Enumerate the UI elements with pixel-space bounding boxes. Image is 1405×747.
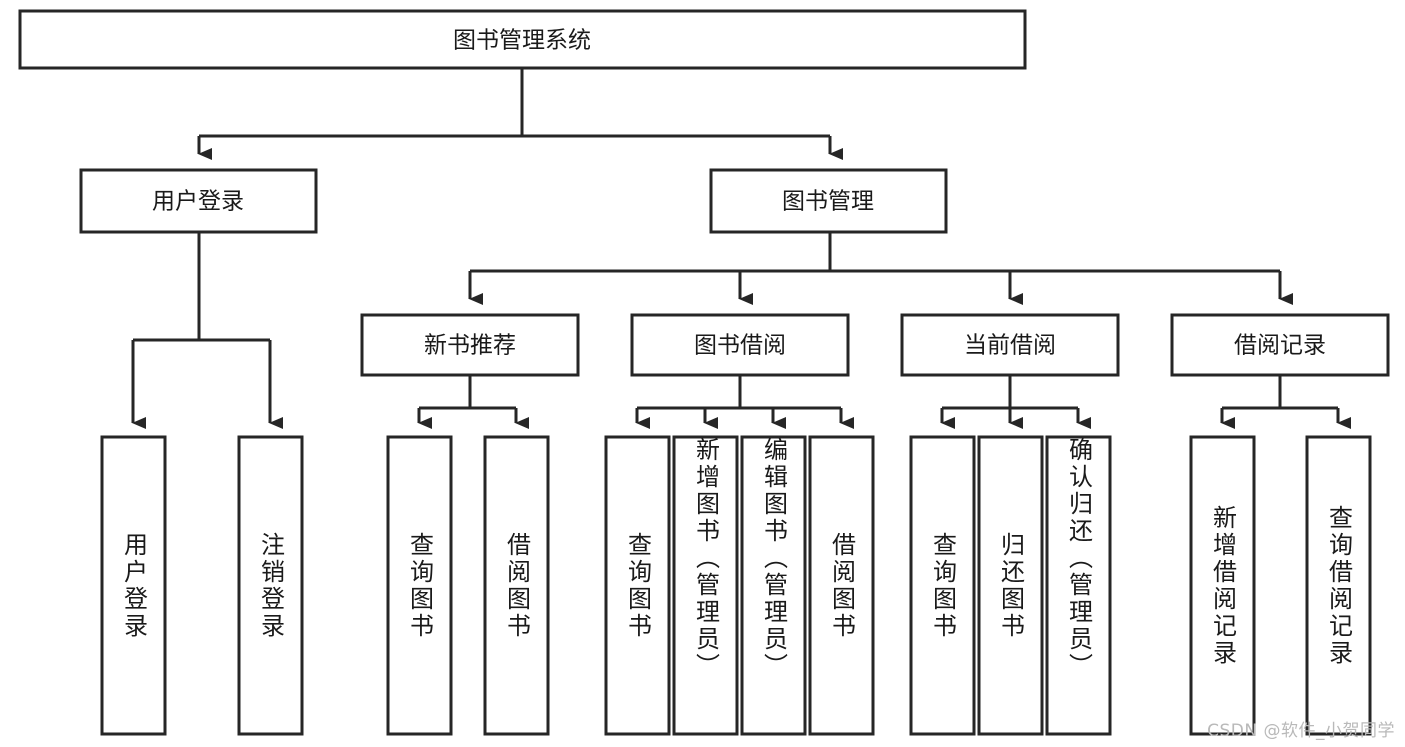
node-book-manage-label: 图书管理: [782, 189, 874, 215]
node-new-book-recommend-label: 新书推荐: [424, 333, 516, 359]
node-user-login-label: 用户登录: [152, 189, 244, 215]
node-book-manage[interactable]: 图书管理: [709, 168, 948, 234]
connector-group-current-borrow: [940, 375, 1091, 429]
leaf-boxes: [100, 435, 1372, 736]
node-borrow-record-box[interactable]: [1170, 313, 1390, 377]
leaf-add-record-box[interactable]: [1189, 435, 1256, 736]
leaf-edit-book-box[interactable]: [740, 435, 807, 736]
leaf-query-book-2-box[interactable]: [604, 435, 671, 736]
node-user-login[interactable]: 用户登录: [79, 168, 318, 234]
leaf-borrow-book-1-box[interactable]: [483, 435, 550, 736]
node-book-manage-box[interactable]: [709, 168, 948, 234]
leaf-user-login-box[interactable]: [100, 435, 167, 736]
leaf-logout-login-box[interactable]: [237, 435, 304, 736]
connector-group-new-book: [417, 375, 529, 429]
leaf-borrow-book-2-box[interactable]: [808, 435, 875, 736]
connector-group-user-login: [131, 232, 283, 429]
node-borrow-record[interactable]: 借阅记录: [1170, 313, 1390, 377]
node-user-login-box[interactable]: [79, 168, 318, 234]
node-borrow-record-label: 借阅记录: [1234, 333, 1326, 359]
node-root-box[interactable]: [18, 9, 1027, 70]
leaf-query-book-3-box[interactable]: [909, 435, 976, 736]
connector-group-borrow-record: [1220, 375, 1351, 429]
connector-group-root: [197, 68, 843, 160]
leaf-query-record-box[interactable]: [1305, 435, 1372, 736]
node-new-book-recommend[interactable]: 新书推荐: [360, 313, 580, 377]
node-book-borrow-box[interactable]: [630, 313, 850, 377]
watermark: CSDN @软件_小贺同学: [1207, 721, 1395, 741]
connector-group-book-manage: [468, 232, 1293, 305]
leaf-confirm-return-box[interactable]: [1045, 435, 1112, 736]
node-current-borrow-box[interactable]: [900, 313, 1120, 377]
node-new-book-recommend-box[interactable]: [360, 313, 580, 377]
leaf-query-book-1-box[interactable]: [386, 435, 453, 736]
node-root-label: 图书管理系统: [453, 28, 591, 54]
node-current-borrow[interactable]: 当前借阅: [900, 313, 1120, 377]
node-book-borrow-label: 图书借阅: [694, 333, 786, 359]
connector-group-book-borrow: [635, 375, 854, 429]
node-book-borrow[interactable]: 图书借阅: [630, 313, 850, 377]
node-root[interactable]: 图书管理系统: [18, 9, 1027, 70]
node-current-borrow-label: 当前借阅: [964, 333, 1056, 359]
leaf-return-book-box[interactable]: [977, 435, 1044, 736]
leaf-add-book-box[interactable]: [672, 435, 739, 736]
